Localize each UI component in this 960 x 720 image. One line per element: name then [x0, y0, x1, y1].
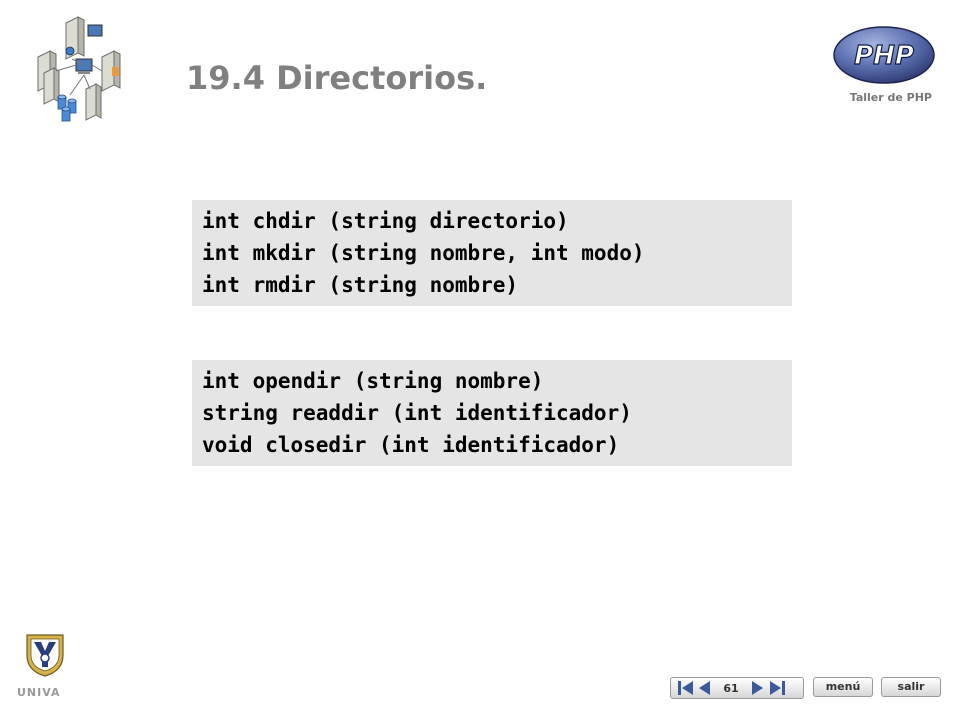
code-line: int chdir (string directorio): [202, 209, 569, 233]
page-number: 61: [723, 682, 739, 695]
code-block-directory-functions: int chdir (string directorio) int mkdir …: [192, 200, 792, 306]
next-page-icon[interactable]: [752, 681, 764, 695]
slide-navigation: 61: [670, 677, 804, 699]
php-logo: PHP: [833, 26, 935, 84]
code-line: int mkdir (string nombre, int modo): [202, 241, 645, 265]
first-page-icon[interactable]: [678, 681, 693, 695]
code-line: void closedir (int identificador): [202, 433, 620, 457]
code-block-directory-read-functions: int opendir (string nombre) string readd…: [192, 360, 792, 466]
php-logo-text: PHP: [854, 41, 914, 71]
previous-page-icon[interactable]: [698, 681, 710, 695]
institution-label: UNIVA: [17, 686, 61, 699]
code-line: int opendir (string nombre): [202, 369, 544, 393]
last-page-icon[interactable]: [770, 681, 785, 695]
page-title: 19.4 Directorios.: [186, 59, 488, 97]
code-line: int rmdir (string nombre): [202, 273, 519, 297]
menu-button[interactable]: menú: [813, 677, 873, 697]
code-line: string readdir (int identificador): [202, 401, 632, 425]
univa-shield-logo: [26, 634, 64, 677]
exit-button[interactable]: salir: [881, 677, 941, 697]
php-caption: Taller de PHP: [849, 91, 932, 104]
server-network-icon: [37, 16, 121, 122]
